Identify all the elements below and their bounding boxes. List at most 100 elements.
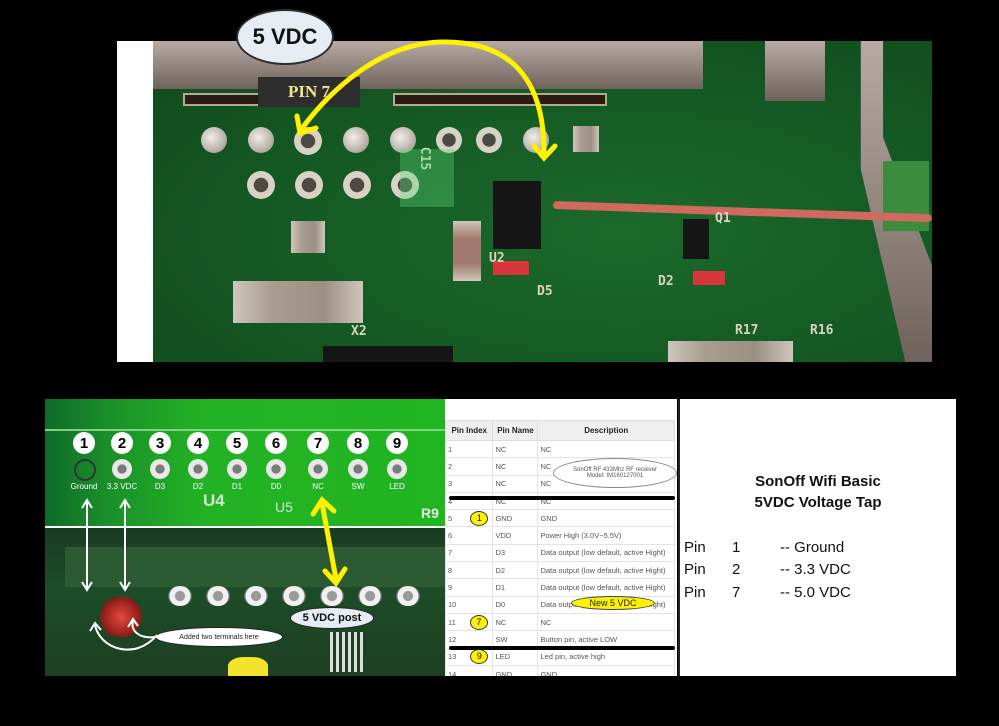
cell-desc: Data output (low default, active Hight) — [537, 578, 675, 597]
header-pad — [282, 586, 306, 606]
silk-d5: D5 — [537, 284, 553, 299]
badge-pin-9: 9 — [470, 649, 489, 665]
cell-name: GND — [492, 664, 539, 676]
silk-x2: X2 — [351, 324, 367, 339]
5vdc-post-pad — [320, 586, 344, 606]
5vdc-post-callout: 5 VDC post — [290, 607, 374, 629]
pad-3 — [150, 459, 170, 479]
header-pad — [358, 586, 382, 606]
cell-name: NC — [492, 439, 539, 459]
cell-index: 5 1 — [445, 509, 494, 528]
pcb-header-strip — [65, 547, 445, 587]
cell-desc: NC — [537, 491, 675, 511]
header-pin-index: Pin Index — [445, 420, 494, 441]
cell-name: NC — [492, 491, 539, 511]
pin-label-d2: D2 — [192, 482, 204, 491]
cell-name: NC — [492, 457, 539, 476]
pin-label-d1: D1 — [231, 482, 243, 491]
yellow-component — [228, 657, 268, 676]
header-pad — [168, 586, 192, 606]
divider-line — [449, 646, 675, 650]
pcb-pad — [343, 127, 369, 153]
cell-name: LED — [492, 647, 539, 666]
pin-number: 2 — [732, 561, 741, 578]
pin-number: 7 — [732, 584, 741, 601]
annotation-arrows-icon — [81, 496, 348, 651]
badge-pin-7: 7 — [469, 614, 488, 630]
title-line1: SonOff Wifi Basic — [755, 473, 881, 490]
pin-desc: -- 5.0 VDC — [780, 584, 851, 601]
pcb-pad — [201, 127, 227, 153]
silk-u2: U2 — [489, 251, 505, 266]
pcb-pad — [476, 127, 502, 153]
rf-callout-line1: SonOff RF 433Mhz RF receiver — [573, 467, 657, 473]
shield-tab — [765, 41, 825, 101]
badge-pin-1: 1 — [470, 510, 489, 526]
index-text: 5 — [448, 513, 453, 523]
cell-index: 7 — [445, 543, 494, 563]
index-text: 11 — [448, 617, 456, 627]
pad-4 — [188, 459, 208, 479]
pcb-pad — [295, 171, 323, 199]
pad-7 — [308, 459, 328, 479]
index-text: 13 — [448, 652, 457, 662]
silk-u5: U5 — [275, 499, 293, 515]
pin-desc: -- Ground — [780, 539, 845, 556]
cell-index: 14 — [445, 664, 494, 676]
pcb-pad — [248, 127, 274, 153]
title-line2: 5VDC Voltage Tap — [754, 494, 882, 511]
cell-index: 11 7 — [445, 612, 494, 632]
pin-number-5: 5 — [226, 432, 248, 454]
pin-label-d3: D3 — [154, 482, 166, 491]
rf-receiver-callout: SonOff RF 433Mhz RF receiver Model: IM16… — [553, 458, 677, 488]
cell-index: 6 — [445, 526, 494, 545]
pin-prefix: Pin — [684, 561, 706, 578]
cell-name: D1 — [492, 578, 539, 597]
cell-index: 4 — [445, 491, 494, 511]
pcb-square-pad — [291, 221, 325, 253]
pcb-pad — [247, 171, 275, 199]
cell-desc: Data output (low default, active Hight) — [537, 543, 675, 563]
bottom-pcb-photo: 1 2 3 4 5 6 7 8 9 Ground 3.3 VDC D3 D2 D… — [45, 399, 445, 676]
pin7-highlight — [400, 149, 454, 207]
cell-name: GND — [492, 509, 539, 528]
silk-u4: U4 — [203, 491, 225, 510]
silk-d2: D2 — [658, 274, 674, 289]
pin-number-9: 9 — [386, 432, 408, 454]
cell-desc: GND — [537, 664, 675, 676]
cell-name: NC — [492, 612, 539, 632]
pin-label-ground: Ground — [70, 482, 98, 491]
cell-name: D3 — [492, 543, 539, 563]
regulator-chip-u2 — [493, 181, 541, 249]
info-title: SonOff Wifi Basic 5VDC Voltage Tap — [680, 471, 956, 513]
pcb-pad — [391, 171, 419, 199]
capacitor — [453, 221, 481, 281]
info-panel: SonOff Wifi Basic 5VDC Voltage Tap Pin 1… — [678, 399, 956, 676]
header-pad — [244, 586, 268, 606]
resistors-r17-r16 — [668, 341, 793, 362]
pin-number-6: 6 — [265, 432, 287, 454]
pin-number-2: 2 — [111, 432, 133, 454]
header-pin-name: Pin Name — [492, 420, 539, 441]
pin-number-1: 1 — [73, 432, 95, 454]
ic-chip — [330, 632, 366, 672]
pin-prefix: Pin — [684, 539, 706, 556]
pin-number: 1 — [732, 539, 741, 556]
cell-name: D2 — [492, 561, 539, 580]
pad-9 — [387, 459, 407, 479]
header-description: Description — [537, 420, 675, 441]
cell-index: 9 — [445, 578, 494, 597]
pin-label-d0: D0 — [270, 482, 282, 491]
pin-label-nc: NC — [312, 482, 324, 491]
led-d5 — [493, 261, 529, 275]
cell-desc: NC — [537, 612, 675, 632]
pad-2 — [112, 459, 132, 479]
